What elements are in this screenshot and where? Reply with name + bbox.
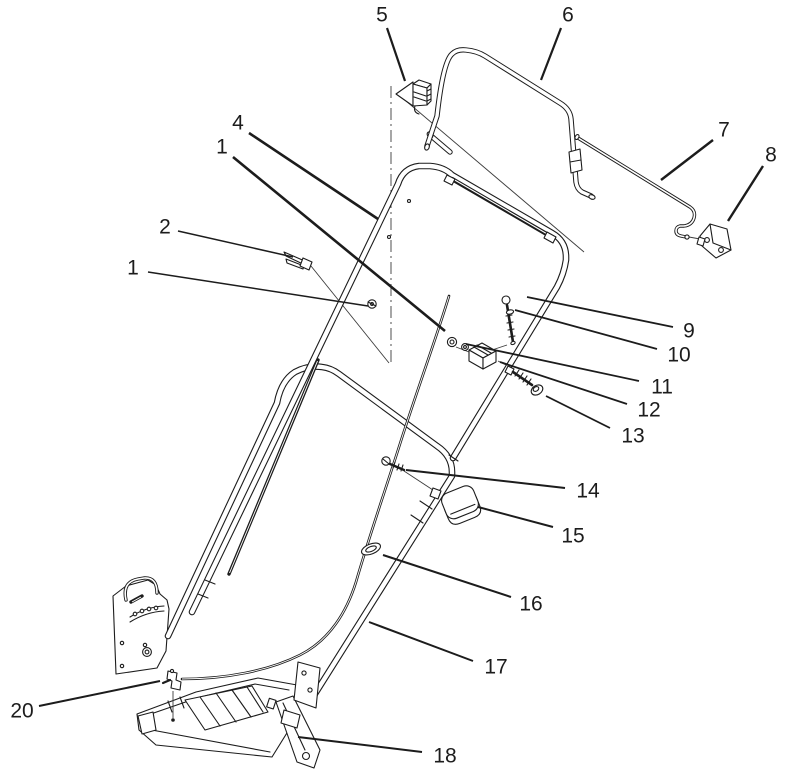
projection-line-screw-knob: [403, 470, 437, 493]
lower-handle: [164, 363, 456, 709]
callout-label-9: 9: [683, 320, 695, 343]
cable-z-fitting: [161, 668, 182, 691]
callout-label-1: 1: [127, 257, 139, 280]
projection-line-cable-tie: [310, 265, 390, 364]
control-cable: [161, 294, 451, 722]
crossbar-rod: [443, 174, 557, 244]
callout-label-10: 10: [667, 344, 690, 367]
rod-pin: [684, 234, 690, 240]
quadrant-bracket: [112, 576, 170, 675]
leader-line-14: [405, 469, 566, 489]
mount-bracket: [696, 223, 732, 259]
washer-part10: [505, 309, 515, 315]
callout-label-17: 17: [484, 656, 507, 679]
screw-part14: [381, 456, 406, 472]
leader-line-20: [38, 680, 161, 707]
bail-control-bar: [424, 47, 596, 200]
leader-line-2: [177, 230, 294, 258]
callout-label-8: 8: [765, 144, 777, 167]
cover-left-tab: [137, 711, 157, 735]
upper-handle-open-end: [448, 454, 459, 462]
callout-label-15: 15: [561, 525, 584, 548]
callout-label-4: 4: [232, 112, 244, 135]
leader-line-9: [526, 296, 674, 328]
callout-label-20: 20: [10, 700, 33, 723]
callout-label-18: 18: [433, 745, 456, 768]
brake-rod: [574, 134, 697, 240]
switch-module: [395, 79, 432, 115]
carriage-bolt-part13: [504, 365, 544, 396]
callout-label-14: 14: [576, 480, 600, 503]
handle-support-strut: [266, 695, 321, 769]
eyebolt-ring-part9: [501, 295, 511, 305]
callout-label-7: 7: [718, 119, 730, 142]
knob-part15: [429, 485, 482, 525]
leader-line-16: [382, 554, 512, 598]
deck-cover: [136, 677, 298, 758]
leader-line-12: [499, 361, 628, 405]
leader-line-8: [726, 165, 765, 222]
leader-line-5: [385, 27, 407, 82]
callout-label-5: 5: [376, 4, 388, 27]
leader-line-10: [514, 309, 658, 350]
leader-line-4: [248, 131, 379, 221]
leader-line-18: [297, 736, 423, 753]
left-leg-cable-rod: [227, 358, 320, 576]
callout-label-13: 13: [621, 425, 644, 448]
cable-tie: [283, 251, 313, 271]
callout-label-1: 1: [216, 136, 228, 159]
cover-attach-dot: [171, 718, 175, 722]
leader-line-6: [539, 27, 563, 81]
leader-line-7: [660, 139, 714, 181]
projection-line-switch: [398, 94, 585, 253]
leader-line-17: [368, 621, 474, 662]
bolt-part1: [367, 299, 377, 309]
leader-line-1: [232, 155, 446, 333]
callout-label-6: 6: [562, 4, 574, 27]
knob-stud: [429, 487, 442, 500]
lower-handle-end-plate: [293, 661, 321, 709]
callout-label-16: 16: [519, 593, 542, 616]
callout-label-12: 12: [637, 399, 660, 422]
leader-line-1: [147, 271, 369, 307]
strut-pad: [280, 709, 301, 729]
leader-line-15: [477, 506, 554, 528]
leader-line-11: [465, 343, 640, 382]
callout-label-11: 11: [651, 376, 673, 399]
callout-label-2: 2: [159, 216, 171, 239]
leader-line-13: [545, 395, 611, 429]
